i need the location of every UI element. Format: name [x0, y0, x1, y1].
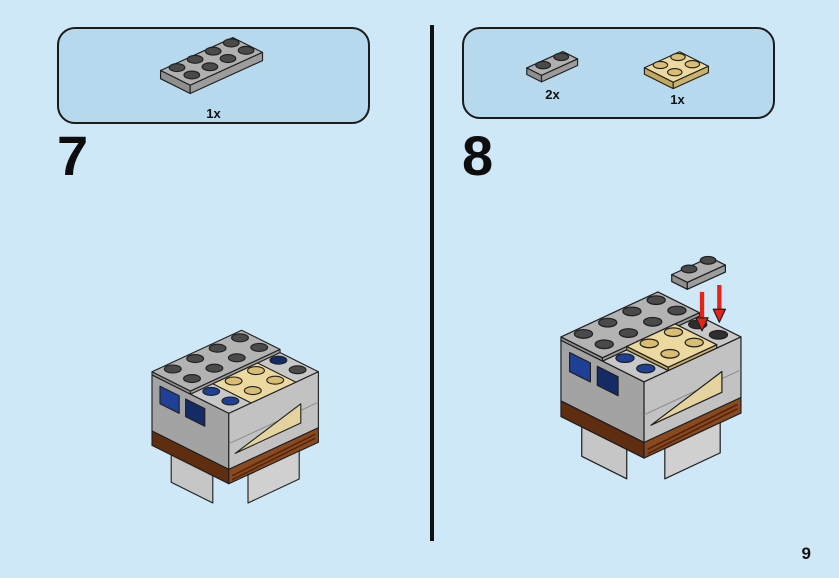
torso: [560, 291, 742, 480]
page-number: 9: [801, 544, 811, 563]
part-quantity: 1x: [670, 92, 685, 107]
parts-callout-step-8: 2x 1x: [462, 27, 775, 119]
part-quantity: 2x: [545, 86, 560, 102]
front-panel-line: [643, 369, 742, 416]
floating-plate-1x2: [671, 255, 726, 290]
part-quantity: 1x: [206, 105, 221, 121]
tan-plate-top: [626, 323, 718, 368]
right-leg: [247, 450, 300, 504]
placed-plate-top: [560, 291, 701, 359]
plate-front-face: [672, 65, 709, 90]
studs: [163, 333, 307, 406]
left-leg: [581, 426, 628, 480]
plate-front-face: [189, 51, 263, 94]
tan-wedge: [234, 403, 302, 454]
part-plate-2x2-tan: 1x: [638, 39, 718, 107]
studs: [168, 37, 254, 80]
part-plate-2x4-gray: 1x: [152, 31, 276, 121]
right-leg: [664, 421, 721, 480]
arrow-down-icon: [695, 317, 709, 332]
torso: [151, 329, 319, 504]
step-number-7: 7: [57, 124, 89, 187]
plate-2x2-tan-icon: [643, 51, 709, 90]
placement-arrows: [695, 285, 726, 332]
parts-callout-step-7: 1x: [57, 27, 370, 124]
part-plate-1x2-gray: 2x: [520, 45, 586, 102]
placed-plate-top: [151, 329, 281, 392]
tan-wedge: [650, 370, 723, 426]
plate-2x4-gray-icon: [159, 36, 263, 94]
assembly-illustration-step-8: [560, 255, 742, 480]
blue-panel-1: [569, 351, 591, 383]
plate-1x2-gray-icon: [525, 50, 578, 82]
blue-panel-1: [159, 385, 180, 414]
front-panel-line: [228, 401, 319, 445]
assembly-illustration-step-7: [151, 329, 319, 504]
blue-panel-2: [185, 398, 206, 427]
plate-front-face: [540, 57, 578, 82]
studs: [652, 52, 700, 77]
step-divider: [430, 25, 434, 541]
studs: [534, 52, 569, 69]
left-leg: [170, 454, 214, 504]
target-stud-2: [708, 329, 729, 340]
arrow-down-icon: [712, 308, 726, 323]
plate-front-face: [686, 264, 726, 290]
blue-panel-2: [596, 365, 619, 397]
step-number-8: 8: [462, 124, 494, 187]
